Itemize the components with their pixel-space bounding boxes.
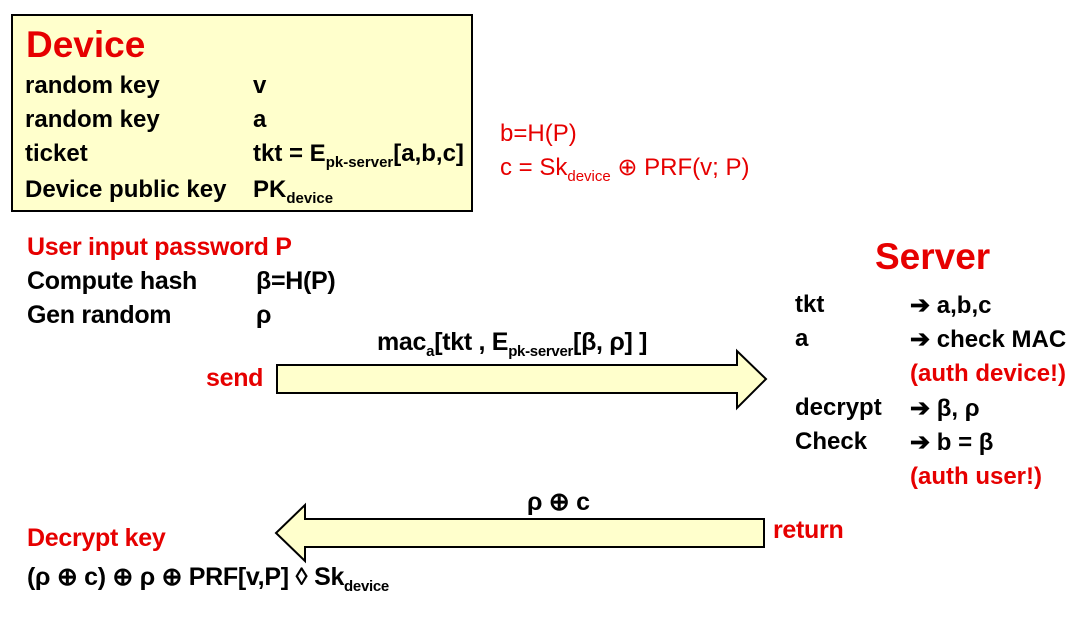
server-row-action: ➔ a,b,c bbox=[910, 292, 992, 319]
decrypt-formula-main: (ρ ⊕ c) ⊕ ρ ⊕ PRF[v,P] ◊ Sk bbox=[27, 563, 345, 591]
ticket-value-tail: [a,b,c] bbox=[393, 140, 464, 167]
mac-mid: [tkt , E bbox=[434, 328, 509, 356]
return-label: return bbox=[773, 516, 844, 544]
public-key-value: PKdevice bbox=[253, 176, 334, 207]
mac-sub-pkserver: pk-server bbox=[508, 343, 574, 360]
mac-tail: [β, ρ] ] bbox=[573, 328, 648, 356]
c-formula-main: c = Sk bbox=[500, 154, 568, 181]
c-formula: c = Skdevice ⊕ PRF(v; P) bbox=[500, 153, 750, 185]
hash-value: β=H(P) bbox=[256, 267, 336, 295]
mac-sub-a: a bbox=[426, 343, 435, 360]
device-row-label: random key bbox=[25, 72, 160, 99]
public-key-sub: device bbox=[286, 190, 334, 207]
c-formula-sub: device bbox=[567, 168, 611, 185]
device-row-label: ticket bbox=[25, 140, 88, 167]
device-row-label: Device public key bbox=[25, 176, 227, 203]
random-value: ρ bbox=[256, 301, 272, 329]
hash-label: Compute hash bbox=[27, 267, 198, 295]
server-row-label: a bbox=[795, 325, 809, 352]
random-label: Gen random bbox=[27, 301, 172, 329]
public-key-main: PK bbox=[253, 176, 287, 203]
server-row-action: ➔ check MAC bbox=[910, 326, 1067, 353]
device-box: Device random key v random key a ticket … bbox=[11, 14, 473, 212]
mac-message: maca[tkt , Epk-server[β, ρ] ] bbox=[377, 328, 648, 360]
return-message: ρ ⊕ c bbox=[527, 488, 590, 516]
ticket-value-sub: pk-server bbox=[325, 154, 394, 171]
server-row-action: ➔ b = β bbox=[910, 429, 994, 456]
mac-main: mac bbox=[377, 328, 427, 356]
c-formula-tail: ⊕ PRF(v; P) bbox=[610, 154, 750, 181]
device-row-value: a bbox=[253, 106, 267, 133]
server-title: Server bbox=[875, 236, 991, 277]
device-row-value: v bbox=[253, 72, 267, 99]
server-row-label: tkt bbox=[795, 291, 825, 318]
send-label: send bbox=[206, 364, 264, 392]
ticket-value: tkt = Epk-server[a,b,c] bbox=[253, 140, 464, 171]
decrypt-title: Decrypt key bbox=[27, 524, 166, 552]
server-row-label: Check bbox=[795, 428, 868, 455]
ticket-value-main: tkt = E bbox=[253, 140, 326, 167]
auth-device-note: (auth device!) bbox=[910, 360, 1067, 387]
auth-user-note: (auth user!) bbox=[910, 463, 1042, 490]
decrypt-formula-sub: device bbox=[344, 578, 389, 595]
device-title: Device bbox=[26, 24, 146, 65]
b-formula: b=H(P) bbox=[500, 120, 577, 147]
server-row-action: ➔ β, ρ bbox=[910, 395, 980, 422]
server-row-label: decrypt bbox=[795, 394, 882, 421]
device-row-label: random key bbox=[25, 106, 160, 133]
decrypt-formula: (ρ ⊕ c) ⊕ ρ ⊕ PRF[v,P] ◊ Skdevice bbox=[27, 562, 389, 595]
password-label: User input password P bbox=[27, 233, 292, 261]
